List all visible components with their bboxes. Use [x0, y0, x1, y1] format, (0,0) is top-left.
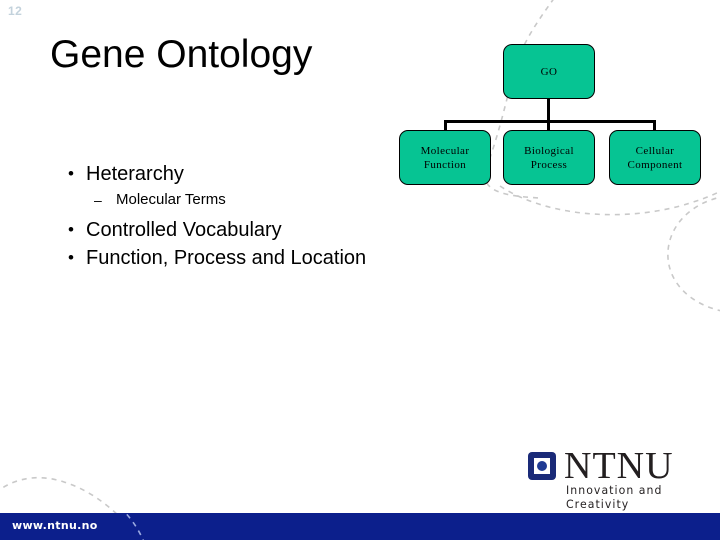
- ntnu-logo: NTNU Innovation and Creativity: [528, 446, 696, 511]
- bullet-marker: •: [68, 248, 74, 267]
- gene-ontology-diagram: GO Molecular Function Biological Process…: [390, 40, 710, 195]
- diagram-node-label-line1: Molecular: [420, 144, 470, 157]
- connector-horizontal-bar: [444, 120, 656, 123]
- footer-bar: www.ntnu.no: [0, 513, 720, 540]
- ntnu-logo-mark-dot: [537, 461, 547, 471]
- diagram-node-molecular-function: Molecular Function: [399, 130, 491, 185]
- connector-drop-cellular-component: [653, 120, 656, 131]
- diagram-node-biological-process: Biological Process: [503, 130, 595, 185]
- ntnu-logo-mark-icon: [528, 452, 556, 480]
- bullet-list: • Heterarchy – Molecular Terms • Control…: [60, 161, 400, 273]
- page-title: Gene Ontology: [50, 33, 313, 76]
- bullet-marker: •: [68, 220, 74, 239]
- diagram-node-go: GO: [503, 44, 595, 99]
- ntnu-tagline: Innovation and Creativity: [566, 483, 663, 511]
- footer-url: www.ntnu.no: [12, 519, 98, 532]
- diagram-node-go-label: GO: [540, 65, 558, 78]
- list-item: – Molecular Terms: [60, 189, 400, 211]
- list-item: • Controlled Vocabulary: [60, 217, 400, 243]
- list-item: • Function, Process and Location: [60, 245, 400, 271]
- slide-number: 12: [8, 4, 23, 18]
- connector-drop-molecular-function: [444, 120, 447, 131]
- footer-decorative-dash: [124, 513, 144, 540]
- bullet-text: Heterarchy: [86, 163, 184, 185]
- bullet-marker: •: [68, 164, 74, 183]
- diagram-node-label-line2: Process: [530, 158, 568, 171]
- diagram-node-label-line2: Component: [627, 158, 683, 171]
- connector-root-stem: [547, 99, 550, 122]
- diagram-node-label-line1: Cellular: [635, 144, 675, 157]
- diagram-node-label-line1: Biological: [524, 144, 574, 157]
- bullet-text: Molecular Terms: [116, 191, 226, 208]
- diagram-node-cellular-component: Cellular Component: [609, 130, 701, 185]
- list-item: • Heterarchy: [60, 161, 400, 187]
- diagram-node-label-line2: Function: [423, 158, 467, 171]
- decor-arc-right-circle: [667, 196, 720, 312]
- bullet-text: Controlled Vocabulary: [86, 219, 282, 241]
- bullet-marker: –: [94, 192, 102, 208]
- bullet-text: Function, Process and Location: [86, 247, 367, 269]
- ntnu-wordmark: NTNU: [564, 445, 674, 487]
